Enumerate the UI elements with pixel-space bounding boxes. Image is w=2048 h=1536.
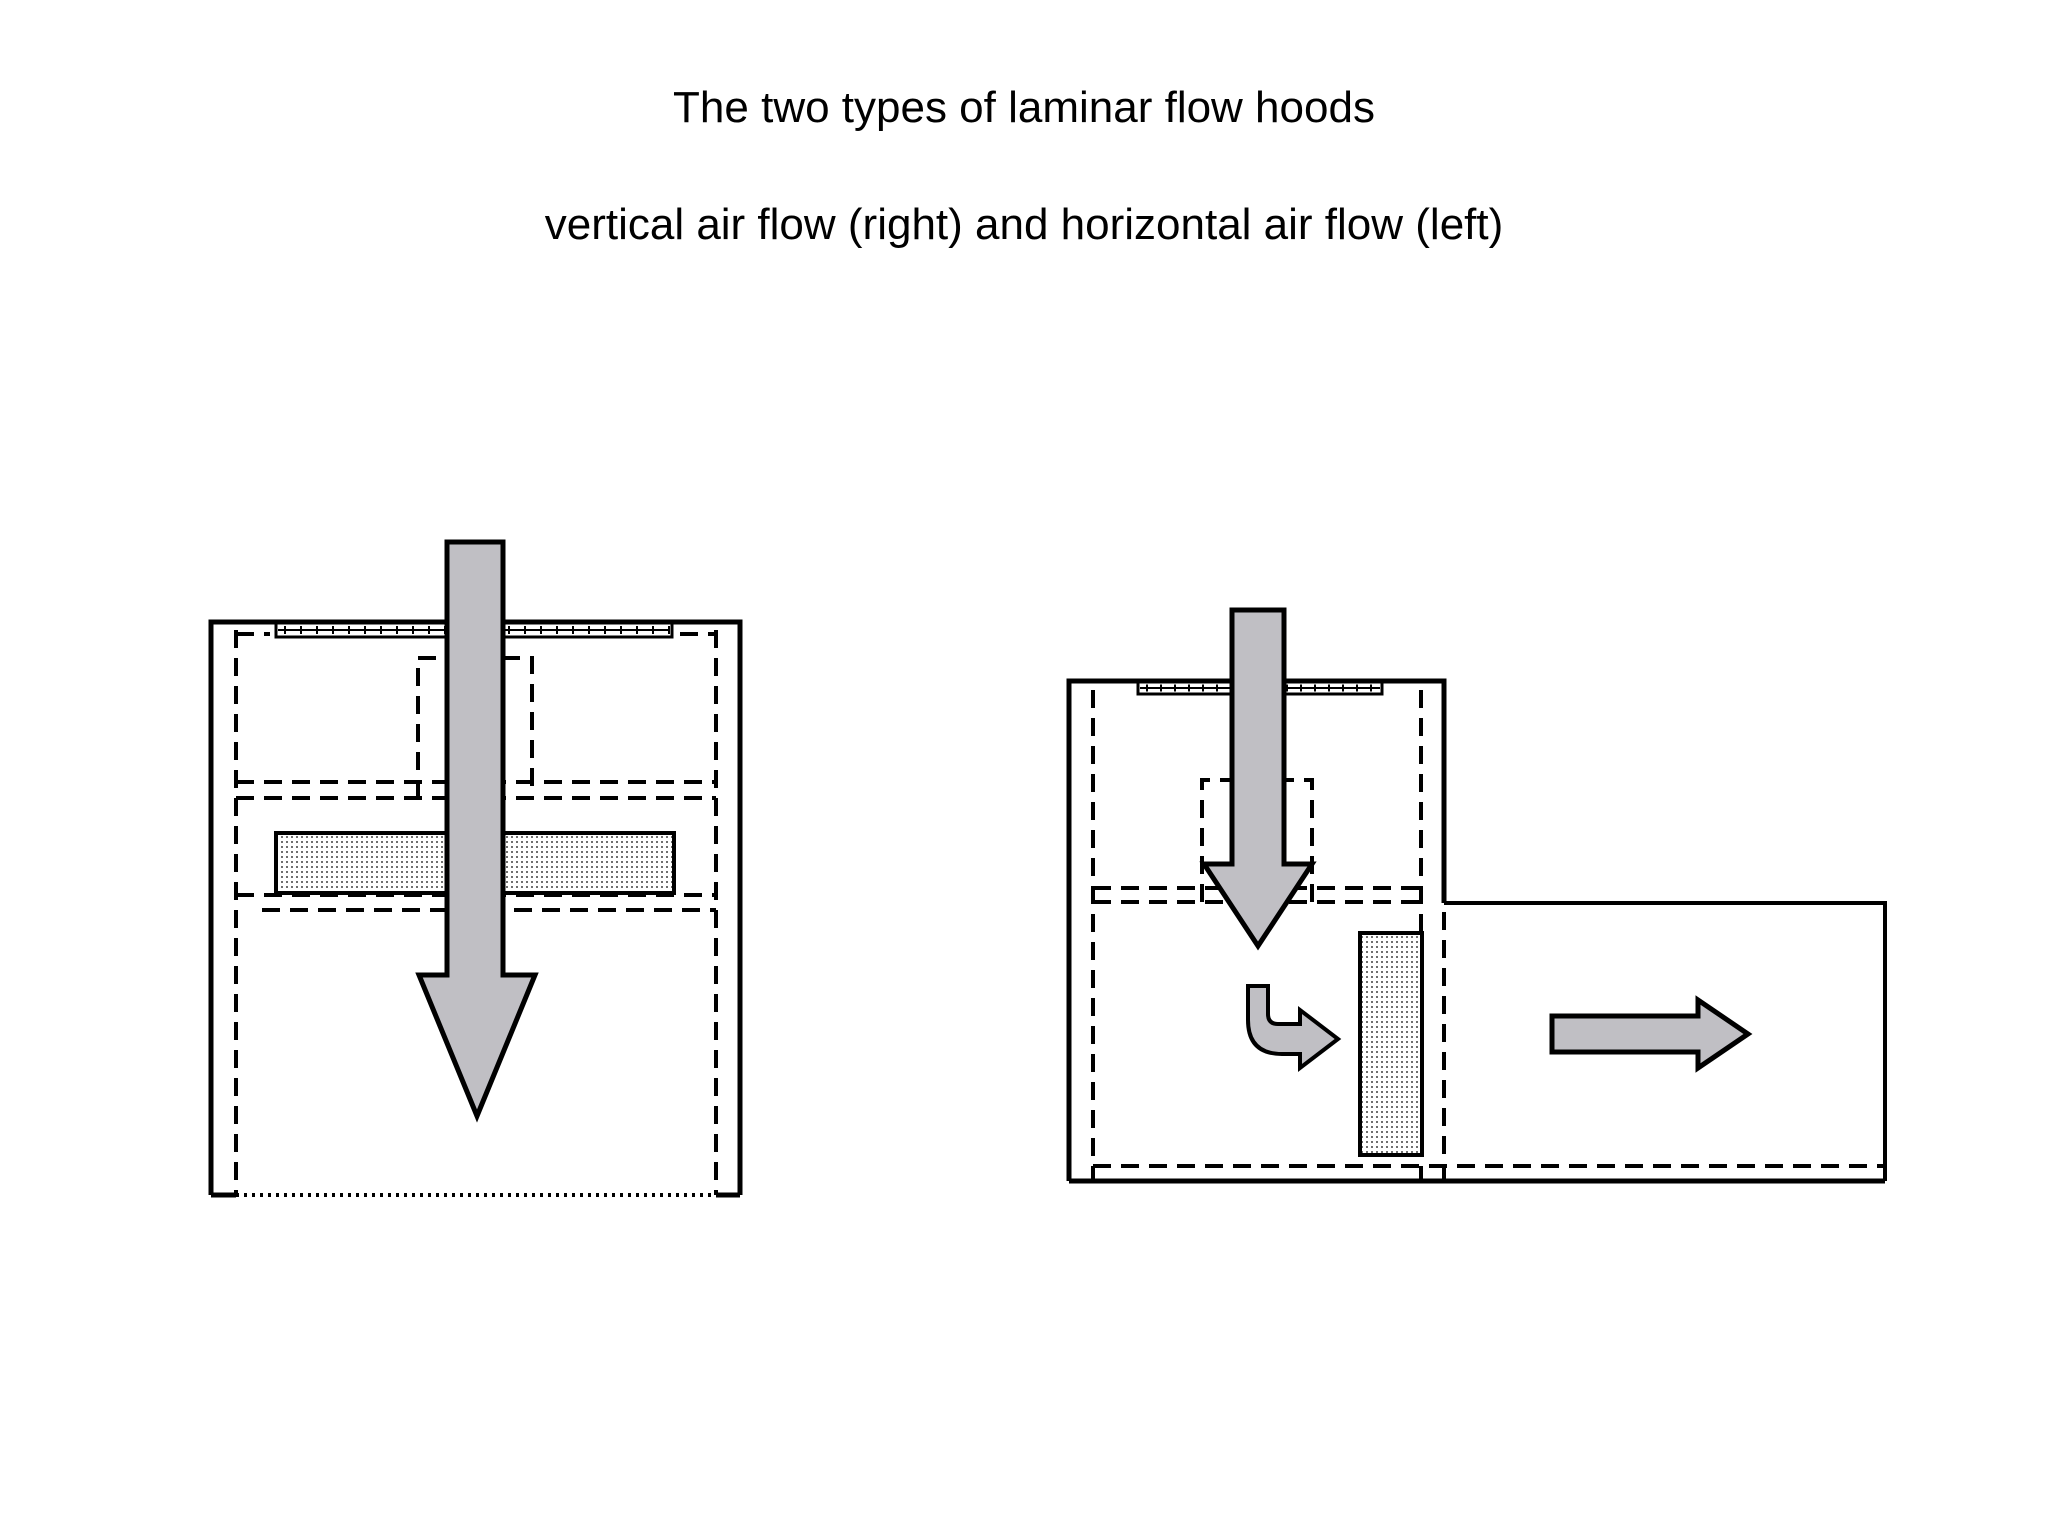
tower-outline	[1066, 678, 1885, 1184]
slide-subtitle: vertical air flow (right) and horizontal…	[544, 200, 1504, 249]
slide-title: The two types of laminar flow hoods	[673, 83, 1375, 132]
inner-walls-horizontal	[1091, 690, 1885, 1181]
vertical-flow-hood	[208, 539, 743, 1198]
airflow-arrow-right	[1549, 995, 1753, 1073]
airflow-arrow-curved	[1246, 984, 1342, 1073]
airflow-arrow-down-small	[1199, 607, 1317, 951]
airflow-arrow-down	[415, 539, 539, 1123]
horizontal-flow-hood	[1066, 607, 1887, 1184]
work-area-outline	[1444, 901, 1887, 1181]
hepa-filter-vertical	[1358, 931, 1424, 1157]
